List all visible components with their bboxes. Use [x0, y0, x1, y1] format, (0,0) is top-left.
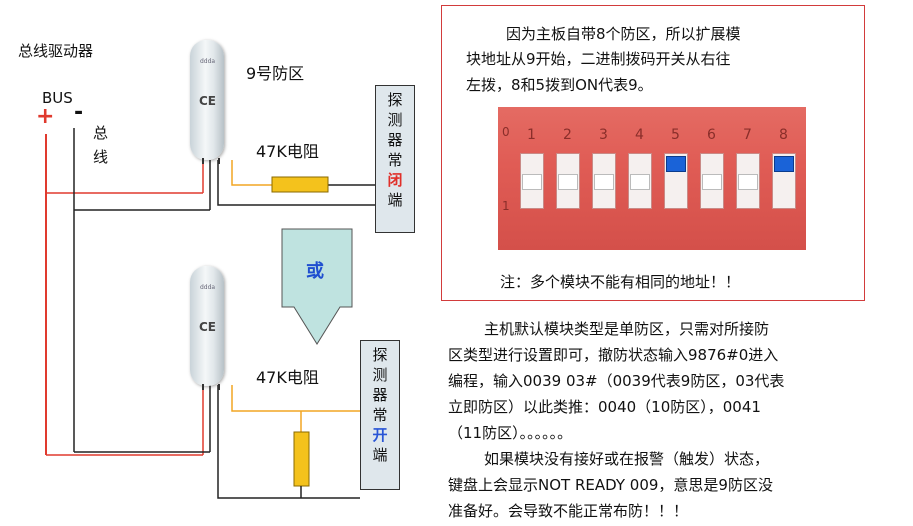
instruction-line: 区类型进行设置即可，撤防状态输入9876#0进入 [448, 346, 779, 364]
dip-knob-on [774, 156, 794, 172]
dip-number: 6 [707, 127, 716, 143]
instruction-line: （11防区）。。。。。。 [448, 424, 573, 442]
instruction-line: 编程，输入0039 03#（0039代表9防区，03代表 [448, 372, 785, 390]
dip-number: 4 [635, 127, 644, 143]
detector-char-highlight: 闭 [387, 171, 403, 189]
dip-switch-slot [664, 153, 688, 209]
dip-off-mark: 1 [502, 199, 510, 213]
dip-number: 7 [743, 127, 752, 143]
dip-switch-slot [772, 153, 796, 209]
bottom-resistor-label: 47K电阻 [256, 368, 319, 387]
top-return-wire [217, 160, 375, 206]
instruction-line: 主机默认模块类型是单防区，只需对所接防 [484, 320, 770, 338]
dip-switch-slot [700, 153, 724, 209]
bottom-resistor [293, 431, 310, 487]
detector-char: 常 [387, 151, 403, 169]
or-label: 或 [306, 261, 324, 282]
dip-knob-off [702, 174, 722, 190]
info-line: 因为主板自带8个防区，所以扩展模 [506, 25, 741, 43]
dip-number: 8 [779, 127, 788, 143]
ce-mark: CE [199, 320, 217, 334]
zone-module-top: ddda CE [190, 40, 224, 164]
dip-number: 3 [599, 127, 608, 143]
top-resistor [271, 176, 329, 193]
dip-knob-off [522, 174, 542, 190]
dip-knob-off [558, 174, 578, 190]
instruction-line: 立即防区）以此类推：0040（10防区），0041 [448, 398, 761, 416]
top-resistor-label: 47K电阻 [256, 142, 319, 161]
ce-mark: CE [199, 94, 217, 108]
dip-number: 1 [527, 127, 536, 143]
address-info-box: 因为主板自带8个防区，所以扩展模 块地址从9开始，二进制拨码开关从右往 左拨，8… [441, 5, 865, 301]
instruction-line: 准备好。会导致不能正常布防！！！ [448, 502, 689, 520]
module-tag: ddda [200, 58, 216, 65]
dip-switch: 0 1 1 2 3 4 5 6 7 8 [498, 107, 806, 250]
instruction-line: 键盘上会显示NOT READY 009，意思是9防区没 [448, 476, 773, 494]
bus-line-label-1: 总 [93, 124, 109, 142]
detector-char: 探 [372, 346, 388, 364]
detector-char: 器 [372, 386, 388, 404]
info-line: 块地址从9开始，二进制拨码开关从右往 [466, 50, 731, 68]
dip-knob-on [666, 156, 686, 172]
dip-knob-off [630, 174, 650, 190]
detector-char: 探 [387, 91, 403, 109]
dip-on-mark: 0 [502, 125, 510, 139]
dip-number: 2 [563, 127, 572, 143]
dip-switch-slot [628, 153, 652, 209]
detector-char: 器 [387, 131, 403, 149]
dip-switch-slot [556, 153, 580, 209]
down-arrow-icon [281, 228, 353, 345]
bus-driver-label: 总线驱动器 [18, 42, 94, 60]
bus-label: BUS [42, 89, 73, 107]
bus-plus-sign: + [36, 104, 55, 129]
info-line: 左拨，8和5拨到ON代表9。 [466, 76, 653, 94]
bus-minus-sign: - [74, 100, 84, 125]
zone-label: 9号防区 [246, 64, 305, 83]
dip-knob-off [738, 174, 758, 190]
detector-char: 端 [387, 191, 403, 209]
detector-char-highlight: 开 [372, 426, 388, 444]
zone-module-bottom: ddda CE [190, 266, 224, 390]
dip-number: 5 [671, 127, 680, 143]
detector-char: 测 [387, 111, 403, 129]
top-signal-wire [231, 160, 272, 186]
dip-knob-off [594, 174, 614, 190]
dip-switch-slot [520, 153, 544, 209]
detector-char: 常 [372, 406, 388, 424]
detector-normally-closed: 探 测 器 常 闭 端 [375, 85, 415, 233]
module-pins [202, 384, 220, 390]
dip-switch-slot [592, 153, 616, 209]
detector-char: 端 [372, 446, 388, 464]
detector-char: 测 [372, 366, 388, 384]
detector-normally-open: 探 测 器 常 开 端 [360, 340, 400, 490]
or-arrow: 或 [280, 227, 354, 347]
dip-switch-slot [736, 153, 760, 209]
instruction-line: 如果模块没有接好或在报警（触发）状态， [484, 450, 770, 468]
bus-line-label-2: 线 [93, 148, 109, 166]
module-pins [202, 158, 220, 164]
info-note: 注：多个模块不能有相同的地址！！ [500, 273, 741, 291]
bottom-signal-wire [231, 385, 360, 412]
bottom-return-wire [217, 385, 360, 499]
module-tag: ddda [200, 284, 216, 291]
